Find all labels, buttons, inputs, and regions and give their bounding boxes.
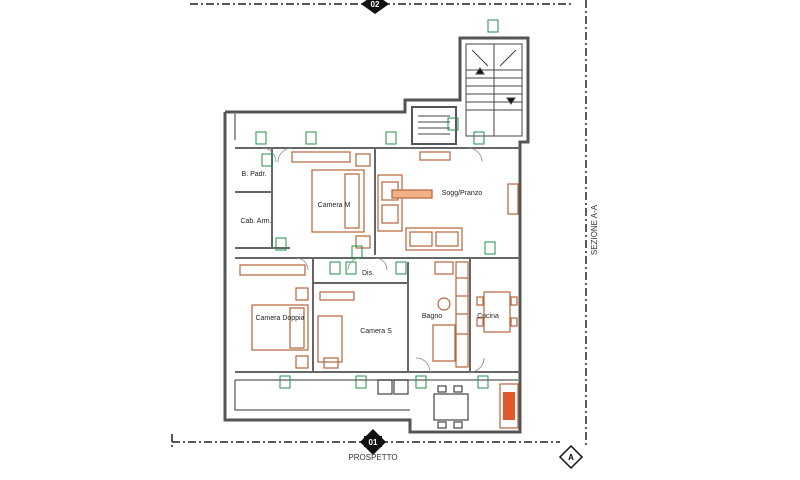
staircase [418,43,523,137]
desk [319,291,355,301]
wardrobe [291,151,351,163]
double-bed-second [251,304,309,351]
section-marker-corner: A [558,444,584,470]
room-label-camera-m: Camera M [318,202,351,209]
sofa [405,227,463,251]
nightstand [355,153,371,167]
terrace-table [433,393,469,421]
room-label-bagno: Bagno [422,313,442,320]
dining-table [483,291,511,333]
room-label-camera-doppia: Camera Doppia [255,315,304,322]
shower [432,324,456,362]
room-label-sogg-pranzo: Sogg/Pranzo [442,190,483,197]
room-label-bagno-padr: B. Padr. [242,171,267,178]
room-label-camera-s: Camera S [360,328,392,335]
terrace-lines [234,112,520,411]
room-label-cab-arm: Cab. Arm. [240,218,271,225]
room-label-dis: Dis. [362,270,374,277]
section-marker-corner-label: A [568,453,574,462]
sezione-label: SEZIONE A-A [590,204,599,255]
room-labels: B. Padr. Cab. Arm. Camera M Sogg/Pranzo … [240,171,499,335]
outer-walls [223,36,530,434]
room-label-cucina: Cucina [477,313,499,320]
fireplace [499,383,519,429]
section-marker-bottom-label: 01 [369,438,378,447]
tv-cabinet [419,151,451,161]
single-bed [317,315,343,363]
dashed-reference-lines [171,0,587,448]
annotations [255,19,499,389]
door-swings [261,147,485,373]
section-marker-top: 02 [361,0,389,14]
toilet [434,261,454,275]
sink [437,297,451,311]
sofa [377,174,403,232]
double-bed-master [311,169,365,233]
section-marker-bottom: 01 [360,429,386,455]
prospetto-label: PROSPETTO [348,453,397,462]
furniture [239,151,519,429]
wardrobe-double [239,264,306,276]
section-marker-top-label: 02 [371,0,380,9]
sideboard [507,183,519,215]
